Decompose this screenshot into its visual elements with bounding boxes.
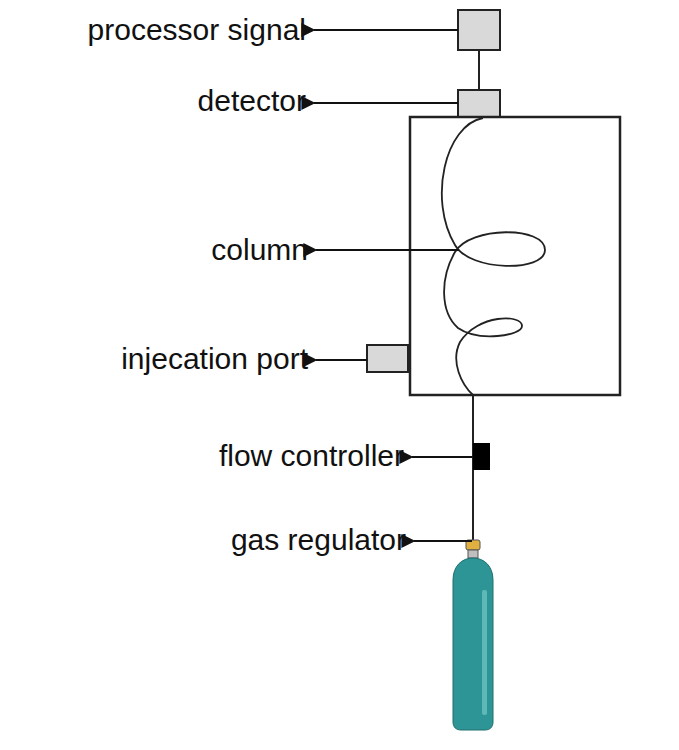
part-label: detector	[198, 84, 306, 119]
flow-controller-symbol	[473, 443, 490, 470]
part-label: flow controller	[219, 439, 404, 474]
part-label: processor signal	[88, 13, 306, 48]
leader-line	[314, 102, 458, 104]
part-label: column	[211, 233, 308, 268]
processor-box	[458, 10, 500, 50]
regulator-neck	[468, 550, 478, 558]
leader-line	[316, 359, 367, 361]
leader-line	[414, 540, 472, 542]
leader-line	[412, 456, 473, 458]
oven-box	[410, 117, 620, 395]
leader-line	[316, 249, 459, 251]
detector-box	[458, 90, 500, 117]
gas-cylinder	[453, 558, 493, 730]
injection-port-box	[367, 345, 408, 372]
leader-line	[314, 29, 458, 31]
signal-wire	[478, 50, 480, 90]
part-label: gas regulator	[231, 523, 406, 558]
cylinder-highlight	[482, 590, 487, 715]
column-coil	[442, 118, 545, 395]
part-label: injecation port	[121, 342, 308, 377]
